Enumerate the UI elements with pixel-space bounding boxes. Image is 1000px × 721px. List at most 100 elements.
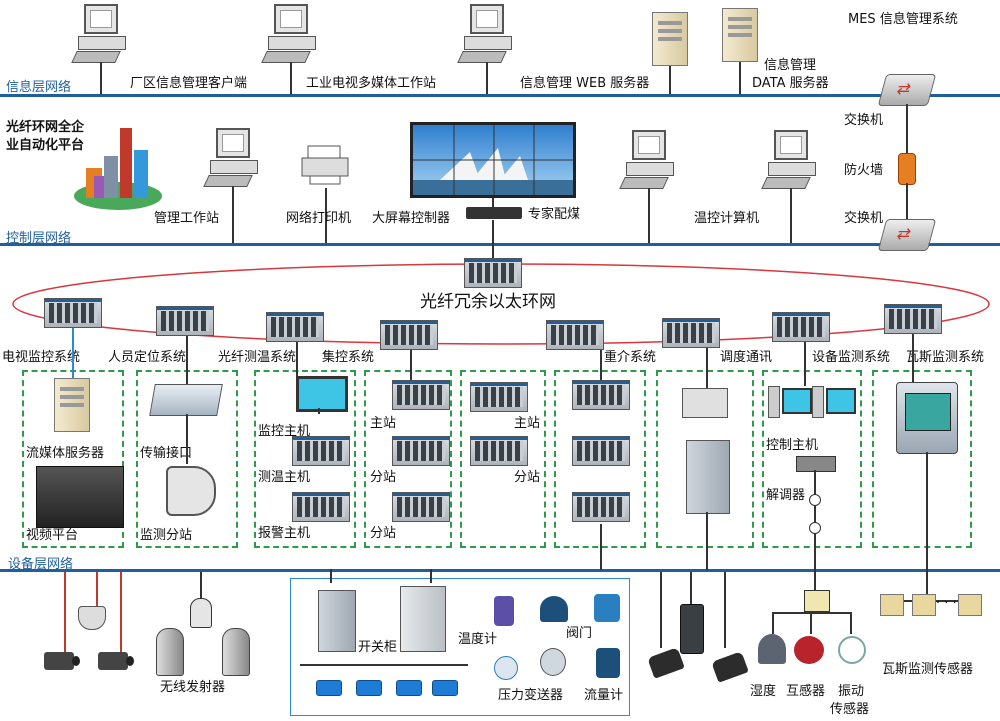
thermometer-label: 温度计 <box>458 632 498 647</box>
equipment-monitor-box <box>762 370 862 548</box>
device-layer-bus <box>0 569 1000 572</box>
humidity-label: 湿度 <box>750 684 777 699</box>
fiber-coupler-1 <box>809 494 821 506</box>
sensor-junction-icon <box>804 590 830 612</box>
control-host-label: 控制主机 <box>766 438 819 453</box>
gas-sensor-label: 瓦斯监测传感器 <box>882 662 974 677</box>
ring-node-8 <box>884 304 942 334</box>
media-server-label: 流媒体服务器 <box>26 446 105 461</box>
alarm-host-plc <box>292 492 350 522</box>
temp-computer-icon-2 <box>761 130 818 190</box>
data-server-label-1: 信息管理 <box>764 58 817 73</box>
heavy-medium-plc-1 <box>572 380 630 410</box>
firewall-label: 防火墙 <box>844 163 884 178</box>
sub-station-plc-3 <box>470 436 528 466</box>
pressure-transmitter-icon <box>540 648 566 676</box>
monitor-substation-icon <box>166 466 216 516</box>
humidity-sensor-icon <box>758 634 786 664</box>
multimedia-computer-icon <box>261 4 318 64</box>
gas-sensor-icon-3 <box>958 594 982 616</box>
sub-station-plc-1 <box>392 436 450 466</box>
vibration-label-2: 传感器 <box>830 702 870 717</box>
switch-cabinet-label: 开关柜 <box>358 640 398 655</box>
ring-node-6 <box>662 318 720 348</box>
ring-node-1 <box>44 298 102 328</box>
ring-node-top <box>464 258 522 288</box>
wireless-transmitter-icon-2 <box>222 628 250 676</box>
ring-title: 光纤冗余以太环网 <box>420 292 556 312</box>
demodulator-label: 解调器 <box>766 488 806 503</box>
video-platform-icon <box>36 466 124 528</box>
printer-label: 网络打印机 <box>286 211 352 226</box>
control-layer-bus <box>0 243 1000 246</box>
flowmeter-icon <box>596 648 620 678</box>
vibration-label-1: 振动 <box>838 684 865 699</box>
box-camera-icon-1 <box>44 652 80 670</box>
heavy-medium-plc-2 <box>572 436 630 466</box>
info-layer-bus <box>0 94 1000 97</box>
platform-label-1: 光纤环网全企 <box>6 120 85 135</box>
wireless-transmitter-icon-1 <box>156 628 184 676</box>
subsystem-label-4: 重介系统 <box>604 350 657 365</box>
gas-monitor-box <box>872 370 972 548</box>
dome-camera-icon <box>78 606 106 630</box>
printer-icon <box>301 145 349 185</box>
central-control-box-1 <box>364 370 452 548</box>
video-platform-label: 视频平台 <box>26 528 79 543</box>
expert-label: 专家配煤 <box>528 207 581 222</box>
multimedia-label: 工业电视多媒体工作站 <box>306 76 437 91</box>
main-station-plc-2 <box>470 382 528 412</box>
ring-node-7 <box>772 312 830 342</box>
control-host-screens-icon <box>768 386 856 418</box>
client-label: 厂区信息管理客户端 <box>130 76 248 91</box>
antenna-icon <box>190 598 212 628</box>
fiber-temp-box <box>254 370 356 548</box>
ring-node-4 <box>380 320 438 350</box>
sub-station-plc-2 <box>392 492 450 522</box>
switch-bottom-icon <box>877 219 937 251</box>
dispatch-cabinet-icon <box>686 440 730 514</box>
dispatch-keypad-icon <box>682 388 728 418</box>
temp-computer-icon-1 <box>619 130 676 190</box>
vibration-sensor-icon <box>838 636 866 664</box>
mes-title: MES 信息管理系统 <box>848 12 958 27</box>
subsystem-label-5: 调度通讯 <box>720 350 773 365</box>
monitor-host-icon <box>296 376 348 412</box>
main-station-plc-1 <box>392 380 450 410</box>
ring-node-5 <box>546 320 604 350</box>
field-instruments-frame <box>290 578 630 716</box>
ring-node-3 <box>266 312 324 342</box>
temp-host-label: 测温主机 <box>258 470 311 485</box>
fiber-coupler-2 <box>809 522 821 534</box>
subsystem-label-2: 光纤测温系统 <box>218 350 297 365</box>
web-server-computer-icon <box>457 4 514 64</box>
ring-node-2 <box>156 306 214 336</box>
box-camera-icon-2 <box>98 652 134 670</box>
info-layer-label: 信息层网络 <box>6 80 72 95</box>
dispatch-box <box>656 370 754 548</box>
valve-actuator-icon-2 <box>356 680 382 696</box>
gas-sensor-icon-1 <box>880 594 904 616</box>
transformer-icon <box>794 636 824 664</box>
valve-device-icon <box>540 596 568 622</box>
valve-actuator-icon-4 <box>432 680 458 696</box>
mgmt-station-label: 管理工作站 <box>154 211 220 226</box>
switch-top-label: 交换机 <box>844 113 884 128</box>
gas-sensor-ellipsis: · · · <box>936 596 957 611</box>
switch-top-icon <box>877 74 937 106</box>
control-layer-label: 控制层网络 <box>6 231 72 246</box>
valve-actuator-icon-3 <box>396 680 422 696</box>
subsystem-label-0: 电视监控系统 <box>2 350 81 365</box>
gas-sensor-icon-2 <box>912 594 936 616</box>
subsystem-label-3: 集控系统 <box>322 350 375 365</box>
switch-cabinet-icon-1 <box>318 590 356 652</box>
valve-device-icon-2 <box>594 594 620 622</box>
big-screen-display-icon <box>410 122 576 198</box>
heavy-medium-plc-3 <box>572 492 630 522</box>
device-layer-label: 设备层网络 <box>8 557 74 572</box>
web-server-label: 信息管理 WEB 服务器 <box>520 76 650 91</box>
temp-computer-label: 温控计算机 <box>694 211 760 226</box>
telephone-icon-1 <box>647 647 685 679</box>
explosion-proof-phone-icon <box>680 604 704 654</box>
temp-host-plc <box>292 436 350 466</box>
